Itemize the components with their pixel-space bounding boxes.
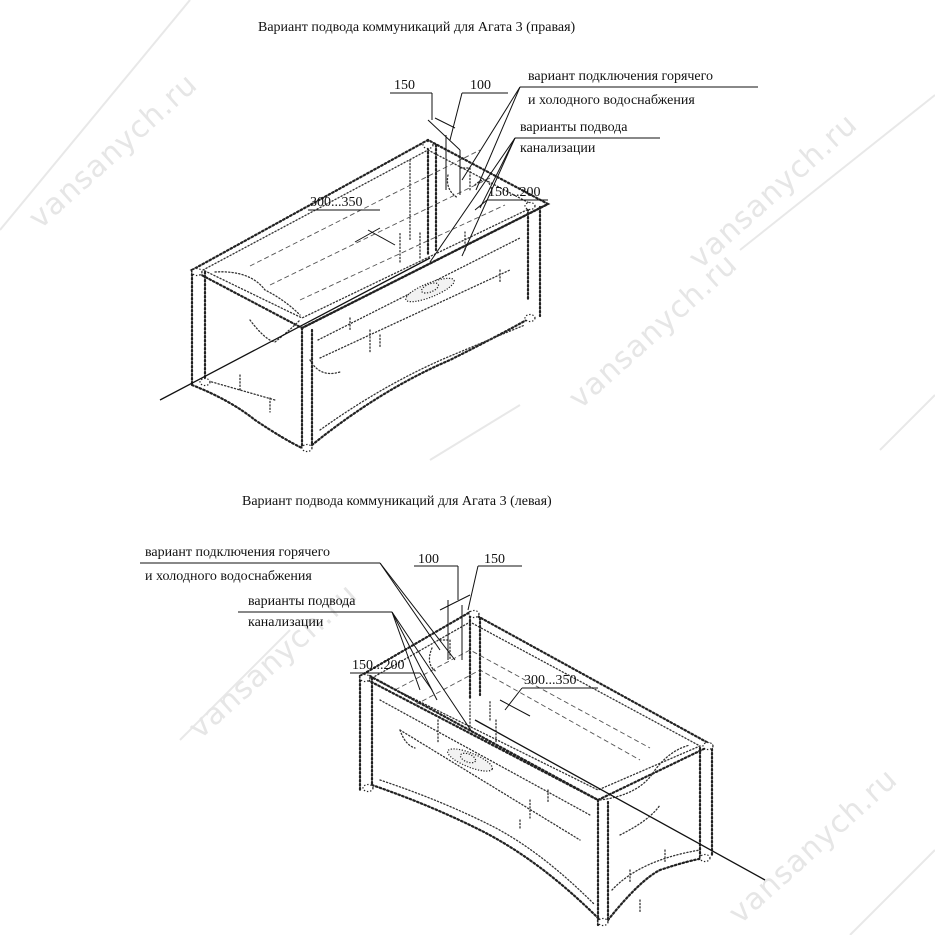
watermark-4: vansanych.ru: [682, 107, 865, 276]
bottom-dimensions: [350, 565, 598, 717]
top-bathtub: [189, 138, 551, 453]
top-water-label-1: вариант подключения горячего: [528, 69, 713, 84]
top-dim-150: 150: [394, 78, 415, 93]
bottom-sewer-label-1: варианты подвода: [248, 594, 356, 609]
top-sewer-label-2: канализации: [520, 141, 596, 156]
top-view-title: Вариант подвода коммуникаций для Агата 3…: [258, 20, 576, 35]
bottom-leaders: [140, 562, 766, 881]
bottom-water-label-1: вариант подключения горячего: [145, 545, 330, 560]
bottom-water-label-2: и холодного водоснабжения: [145, 569, 312, 584]
top-water-label-2: и холодного водоснабжения: [528, 93, 695, 108]
top-dimensions: [308, 92, 548, 246]
bottom-view-left: Вариант подвода коммуникаций для Агата 3…: [140, 494, 766, 927]
top-leaders: [159, 86, 758, 401]
bottom-sewer-label-2: канализации: [248, 615, 324, 630]
watermark-5: vansanych.ru: [722, 762, 905, 931]
watermark-2: vansanych.ru: [562, 247, 745, 416]
bottom-dim-150-200: 150...200: [352, 658, 405, 673]
bottom-view-title: Вариант подвода коммуникаций для Агата 3…: [242, 494, 552, 509]
bottom-dim-300-350: 300...350: [524, 673, 577, 688]
top-dim-300-350: 300...350: [310, 195, 363, 210]
bottom-bathtub: [357, 609, 715, 927]
top-dim-150-200: 150...200: [488, 185, 541, 200]
bottom-dim-150: 150: [484, 552, 505, 567]
top-sewer-label-1: варианты подвода: [520, 120, 628, 135]
bottom-dim-100: 100: [418, 552, 439, 567]
top-view-right: Вариант подвода коммуникаций для Агата 3…: [159, 20, 758, 453]
top-dim-100: 100: [470, 78, 491, 93]
